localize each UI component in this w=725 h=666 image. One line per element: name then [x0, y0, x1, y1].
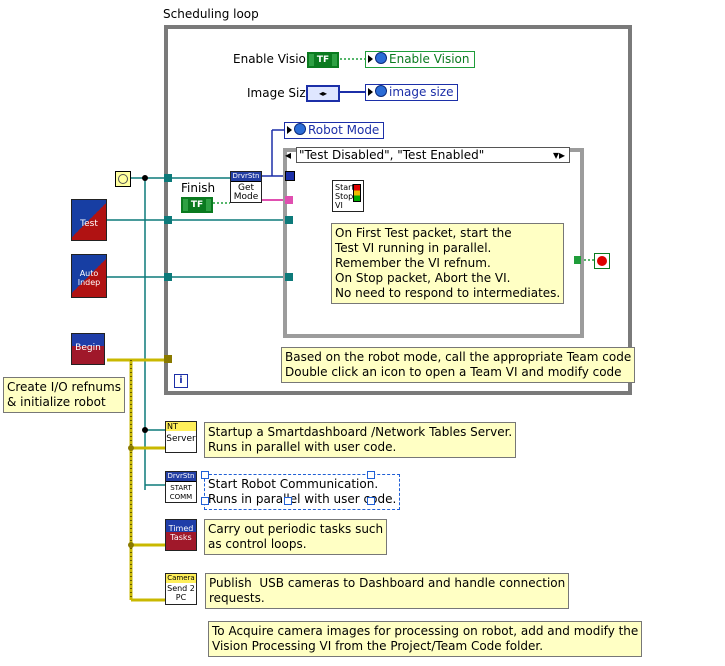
- case-selector-terminal: [285, 171, 295, 181]
- loop-tunnel: [164, 273, 172, 281]
- finish-control[interactable]: TF: [181, 197, 213, 213]
- enable-vision-control[interactable]: TF: [307, 52, 339, 68]
- diamond-icon: [368, 55, 373, 63]
- case-dropdown-arrow[interactable]: ▾▸: [552, 148, 565, 162]
- case-selector-text: "Test Disabled", "Test Enabled": [299, 148, 485, 162]
- timed-tasks-text: Timed Tasks: [168, 524, 194, 542]
- timed-tasks-note: Carry out periodic tasks such as control…: [204, 519, 388, 555]
- globe-icon: [375, 85, 387, 97]
- robot-mode-indicator[interactable]: Robot Mode: [284, 122, 385, 139]
- start-stop-vi-text: Start Stop VI: [335, 183, 355, 210]
- error-constant[interactable]: [115, 171, 131, 187]
- case-output-tunnel: [574, 256, 581, 264]
- globe-icon: [294, 123, 306, 135]
- selection-handle[interactable]: [367, 497, 375, 505]
- auto-indep-label: Auto Indep: [77, 269, 101, 287]
- info-icon[interactable]: i: [174, 374, 188, 388]
- nt-server-text: Server: [166, 434, 196, 444]
- selection-handle[interactable]: [367, 471, 375, 479]
- finish-label: Finish: [181, 181, 216, 195]
- case-selector[interactable]: ◂ "Test Disabled", "Test Enabled" ▾▸: [285, 147, 570, 163]
- case-tunnel: [285, 216, 293, 224]
- selection-handle[interactable]: [201, 471, 209, 479]
- nt-server-header: NT: [166, 422, 196, 431]
- stop-button[interactable]: [594, 253, 610, 269]
- camera-vi[interactable]: Camera Send 2 PC: [165, 573, 197, 605]
- stop-button-icon: [597, 256, 607, 266]
- traffic-light-icon: [353, 184, 361, 202]
- begin-vi[interactable]: Begin: [71, 333, 105, 365]
- team-code-note: Based on the robot mode, call the approp…: [281, 347, 636, 383]
- wire-junction: [128, 445, 134, 451]
- wire-junction: [128, 542, 134, 548]
- begin-vi-label: Begin: [75, 343, 101, 353]
- enable-vision-indicator[interactable]: Enable Vision: [365, 51, 475, 68]
- nt-server-vi[interactable]: NT Server: [165, 421, 197, 453]
- wire-junction: [142, 427, 148, 433]
- image-size-control[interactable]: ◂▸: [306, 85, 340, 102]
- case-tunnel: [285, 196, 293, 204]
- loop-tunnel: [164, 174, 172, 182]
- globe-icon: [375, 52, 387, 64]
- scheduling-loop-frame[interactable]: [164, 25, 632, 395]
- loop-tunnel: [164, 355, 172, 363]
- selection-handle[interactable]: [201, 497, 209, 505]
- diamond-icon: [368, 88, 373, 96]
- error-constant-icon: [118, 174, 128, 184]
- cameras-note: Publish USB cameras to Dashboard and han…: [205, 573, 570, 609]
- start-stop-vi[interactable]: Start Stop VI: [332, 180, 364, 212]
- case-note: On First Test packet, start the Test VI …: [331, 223, 565, 304]
- case-prev-arrow[interactable]: ◂: [285, 148, 292, 162]
- image-size-indicator[interactable]: image size: [365, 84, 459, 101]
- nt-server-note: Startup a Smartdashboard /Network Tables…: [204, 422, 517, 458]
- robot-mode-indicator-text: Robot Mode: [308, 123, 380, 137]
- enable-vision-control-text: TF: [313, 54, 333, 66]
- get-mode-text: Get Mode: [233, 183, 259, 202]
- enable-vision-label: Enable Vision: [233, 52, 314, 66]
- create-io-note: Create I/O refnums & initialize robot: [3, 377, 125, 413]
- selection-handle[interactable]: [284, 497, 292, 505]
- test-refnum-label: Test: [80, 219, 98, 229]
- image-size-indicator-text: image size: [389, 85, 454, 99]
- wire-junction: [142, 175, 148, 181]
- get-mode-header: DrvrStn: [231, 172, 261, 182]
- auto-indep-refnum-icon[interactable]: Auto Indep: [71, 254, 107, 298]
- image-size-label: Image Size: [247, 86, 314, 100]
- start-comm-text: START COMM: [169, 484, 193, 501]
- get-mode-vi[interactable]: DrvrStn Get Mode: [230, 171, 262, 203]
- loop-tunnel: [164, 216, 172, 224]
- start-comm-header: DrvrStn: [166, 472, 196, 482]
- enable-vision-indicator-text: Enable Vision: [389, 52, 470, 66]
- vision-processing-note: To Acquire camera images for processing …: [208, 621, 643, 657]
- timed-tasks-vi[interactable]: Timed Tasks: [165, 519, 197, 551]
- test-refnum-icon[interactable]: Test: [71, 199, 107, 241]
- finish-control-text: TF: [187, 199, 207, 211]
- camera-header: Camera: [166, 574, 196, 583]
- loop-title: Scheduling loop: [163, 7, 259, 21]
- diamond-icon: [287, 126, 292, 134]
- start-comm-vi[interactable]: DrvrStn START COMM: [165, 471, 197, 503]
- case-tunnel: [285, 273, 293, 281]
- camera-text: Send 2 PC: [167, 584, 195, 602]
